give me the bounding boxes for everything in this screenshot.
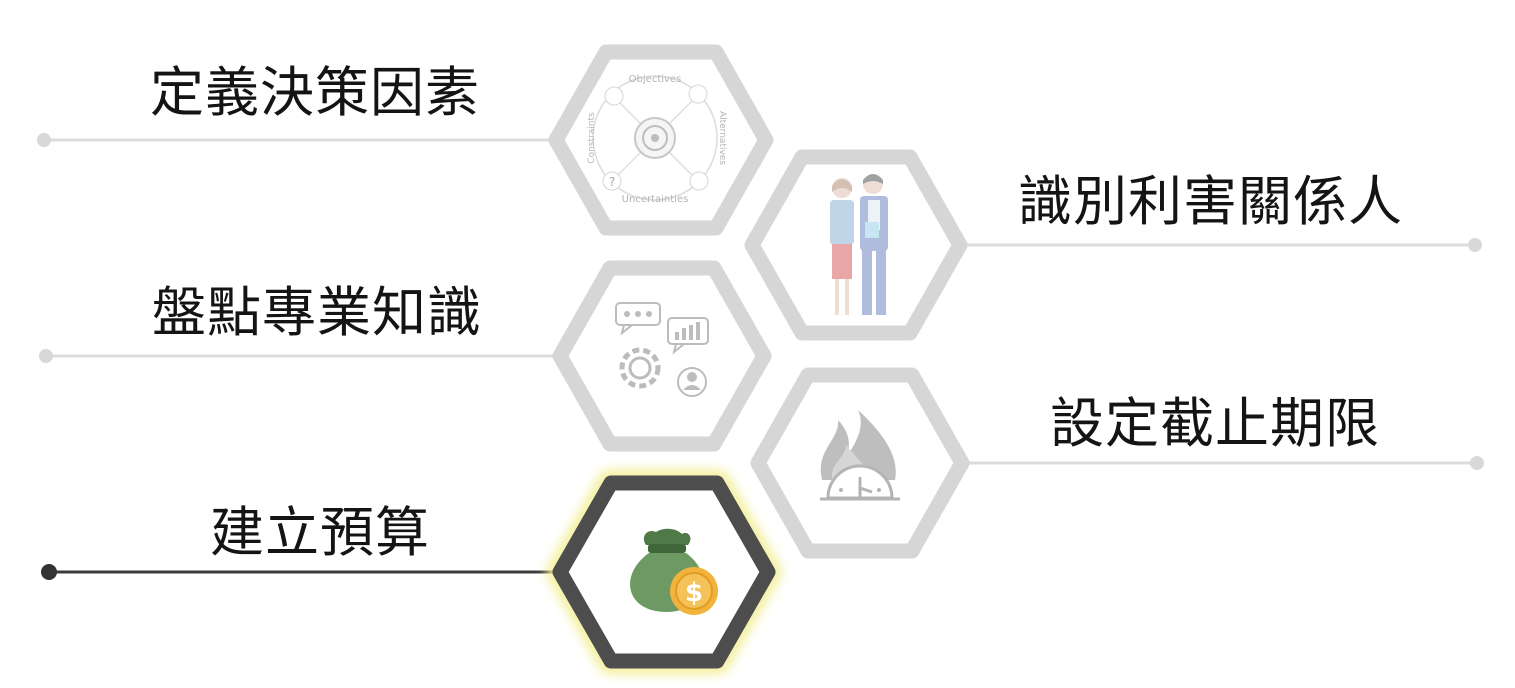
hexagon-expertise[interactable] <box>552 260 772 452</box>
connector-4 <box>962 456 1484 470</box>
hexagon-deadline[interactable] <box>750 367 970 559</box>
step-label-set-deadline: 設定截止期限 <box>1050 392 1380 455</box>
budget-money-bag-icon: $ <box>630 528 718 615</box>
svg-text:?: ? <box>609 175 615 189</box>
constraints-label: Constraints <box>587 112 597 164</box>
connector-1 <box>37 133 556 147</box>
connector-5-active <box>41 564 560 580</box>
hexagon-stakeholders[interactable] <box>744 149 968 341</box>
step-label-identify-stakeholders: 識別利害關係人 <box>1018 170 1403 233</box>
decision-factors-icon: ? Objectives Alternatives Uncertainties … <box>587 74 727 205</box>
connector-3 <box>39 349 560 363</box>
hexagon-decision-factors[interactable]: ? Objectives Alternatives Uncertainties … <box>548 44 774 236</box>
expertise-icon <box>615 302 709 397</box>
step-label-inventory-expertise: 盤點專業知識 <box>152 281 482 344</box>
step-label-define-decision-factors: 定義決策因素 <box>150 61 480 124</box>
objectives-label: Objectives <box>629 74 682 85</box>
stakeholders-icon <box>830 174 888 315</box>
hexagon-budget-active[interactable]: $ <box>546 469 782 675</box>
alternatives-label: Alternatives <box>717 111 727 165</box>
uncertainties-label: Uncertainties <box>622 194 689 205</box>
deadline-icon <box>820 410 900 501</box>
step-label-establish-budget: 建立預算 <box>210 501 430 564</box>
connector-2 <box>960 238 1482 252</box>
svg-text:$: $ <box>685 578 703 608</box>
